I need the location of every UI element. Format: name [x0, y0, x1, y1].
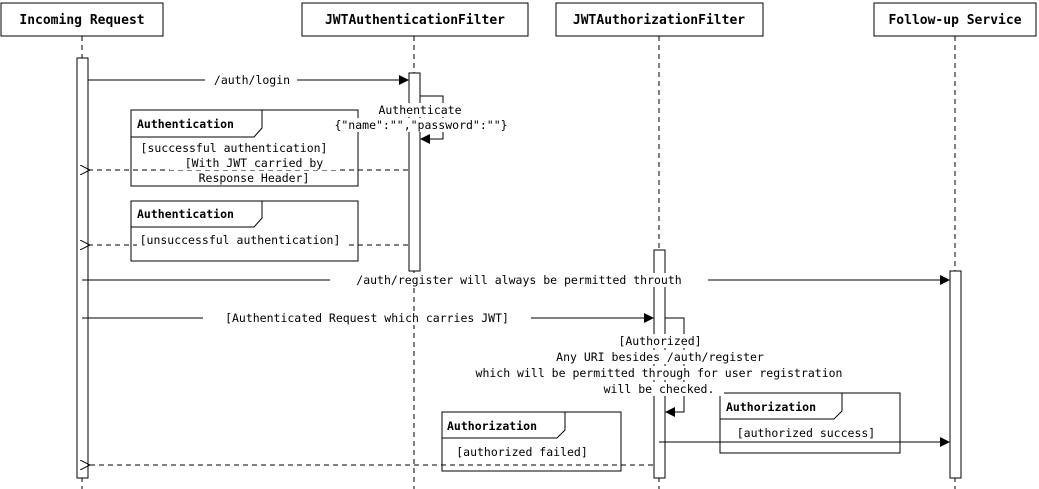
participant-incoming-request[interactable]: Incoming Request: [0, 2, 164, 37]
message-unsuccessful-authentication: [unsuccessful authentication]: [89, 233, 408, 248]
message-label: [authorized failed]: [456, 445, 588, 459]
message-auth-login: /auth/login: [88, 73, 409, 87]
fragment-label: Authorization: [447, 419, 537, 433]
activation-incoming-request: [76, 57, 89, 479]
fragment-authorization-failed: Authorization: [441, 411, 622, 472]
message-label-line2: {"name":"","password":""}: [334, 118, 507, 132]
participant-jwt-authorization-filter[interactable]: JWTAuthorizationFilter: [555, 2, 764, 37]
participant-label: JWTAuthenticationFilter: [325, 13, 505, 28]
fragment-authentication-success: Authentication: [130, 109, 359, 187]
activation-jwt-authentication-filter: [408, 72, 421, 272]
activation-follow-up-service: [949, 270, 962, 479]
message-label-line1: [Authorized]: [618, 334, 701, 348]
message-label: [unsuccessful authentication]: [140, 233, 341, 247]
fragment-label: Authentication: [137, 117, 234, 131]
message-label: /auth/register will always be permitted …: [356, 273, 681, 287]
message-authorized-failed: [authorized failed]: [89, 445, 653, 465]
fragment-label: Authentication: [137, 207, 234, 221]
message-label: [Authenticated Request which carries JWT…: [225, 311, 509, 325]
participant-label: Incoming Request: [19, 13, 144, 28]
participant-label: Follow-up Service: [888, 13, 1021, 28]
participant-label: JWTAuthorizationFilter: [573, 13, 745, 28]
message-label-line2: [With JWT carried by: [185, 156, 324, 170]
participant-follow-up-service[interactable]: Follow-up Service: [873, 2, 1037, 37]
message-authenticate-self: Authenticate {"name":"","password":""}: [320, 95, 522, 144]
message-label-line4: will be checked.: [604, 382, 715, 396]
message-label-line1: Authenticate: [378, 103, 461, 117]
message-authenticated-request: [Authenticated Request which carries JWT…: [82, 311, 654, 325]
fragment-label: Authorization: [726, 400, 816, 414]
fragment-authentication-failure: Authentication: [130, 200, 359, 262]
message-authorized-self: [Authorized] Any URI besides /auth/regis…: [446, 317, 872, 417]
message-label-line2: Any URI besides /auth/register: [556, 350, 764, 364]
message-successful-authentication: [successful authentication] [With JWT ca…: [89, 141, 408, 185]
message-label-line1: [successful authentication]: [141, 141, 328, 155]
message-label: /auth/login: [214, 73, 290, 87]
message-auth-register: /auth/register will always be permitted …: [82, 273, 950, 287]
message-label-line3: which will be permitted through for user…: [476, 366, 843, 380]
message-label: [authorized success]: [737, 426, 875, 440]
message-authorized-success: [authorized success]: [659, 426, 950, 447]
message-label-line3: Response Header]: [199, 171, 310, 185]
participant-jwt-authentication-filter[interactable]: JWTAuthenticationFilter: [301, 2, 529, 37]
fragment-authorization-success: Authorization: [719, 392, 901, 454]
